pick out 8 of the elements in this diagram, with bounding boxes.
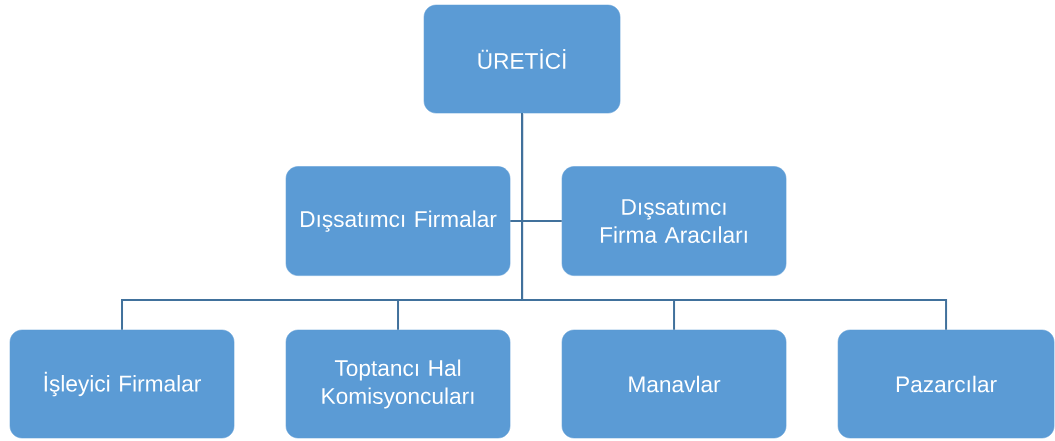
org-box: ÜRETİCİ bbox=[423, 4, 621, 114]
org-box: Pazarcılar bbox=[837, 329, 1055, 439]
org-box: İşleyici Firmalar bbox=[9, 329, 235, 439]
org-box: Toptancı Hal Komisyoncuları bbox=[285, 329, 511, 439]
org-box: Manavlar bbox=[561, 329, 787, 439]
org-box: Dışsatımcı Firmalar bbox=[285, 166, 511, 276]
connector-line bbox=[521, 112, 948, 331]
org-box: Dışsatımcı Firma Aracıları bbox=[561, 166, 787, 276]
